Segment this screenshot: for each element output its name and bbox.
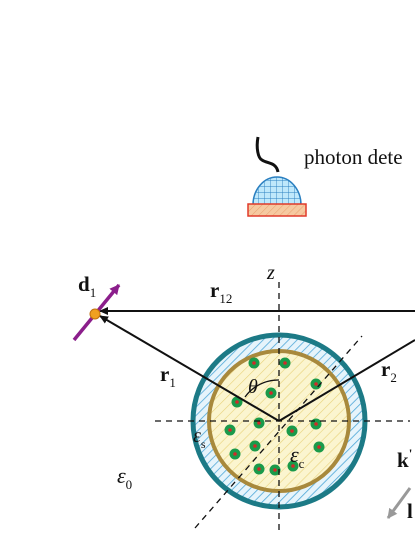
- theta-label: θ: [248, 376, 258, 398]
- eps0-label: ε0: [117, 463, 132, 492]
- emitter-dot-center: [257, 421, 261, 425]
- r1-arrow: [99, 315, 280, 422]
- epss-label: εs: [193, 425, 206, 451]
- emitter-dot-center: [233, 452, 237, 456]
- r12-label: r12: [210, 278, 232, 306]
- emitter-dot-center: [291, 464, 295, 468]
- r2-arrow: [278, 339, 415, 422]
- emitter-dot-center: [253, 444, 257, 448]
- emitter-dot-center: [290, 429, 294, 433]
- detector-dome: [252, 176, 302, 206]
- axes: [155, 282, 410, 530]
- diagonal-axis: [194, 335, 363, 529]
- detector-wire: [255, 136, 280, 173]
- emitter-dot-center: [314, 382, 318, 386]
- emitter-dot-center: [273, 468, 277, 472]
- l-label: l: [407, 499, 413, 523]
- detector-label: photon dete: [304, 145, 403, 169]
- theta-arc: [244, 379, 280, 398]
- emitter-dot-center: [252, 361, 256, 365]
- epsc-label: εc: [290, 442, 305, 471]
- emitter-dot-center: [257, 467, 261, 471]
- r2-label: r2: [381, 357, 397, 385]
- dipole-point: [89, 308, 101, 320]
- emitter-dot-center: [228, 428, 232, 432]
- photon-detector-icon: [247, 136, 307, 217]
- emitter-dot-center: [283, 361, 287, 365]
- k-prime-label: k': [397, 446, 412, 472]
- r1-label: r1: [160, 362, 176, 390]
- dipole-d1: [72, 283, 121, 342]
- z-label: z: [266, 262, 275, 284]
- emitter-dot-center: [317, 445, 321, 449]
- emitter-group: [224, 357, 325, 476]
- emitter-dot-center: [314, 422, 318, 426]
- emitter-dot-center: [269, 391, 273, 395]
- vectors: [99, 307, 415, 422]
- emitter-dot-center: [235, 400, 239, 404]
- detector-base: [247, 203, 307, 217]
- k-prime-arrow: [386, 487, 412, 519]
- dipole-label: d1: [78, 272, 96, 300]
